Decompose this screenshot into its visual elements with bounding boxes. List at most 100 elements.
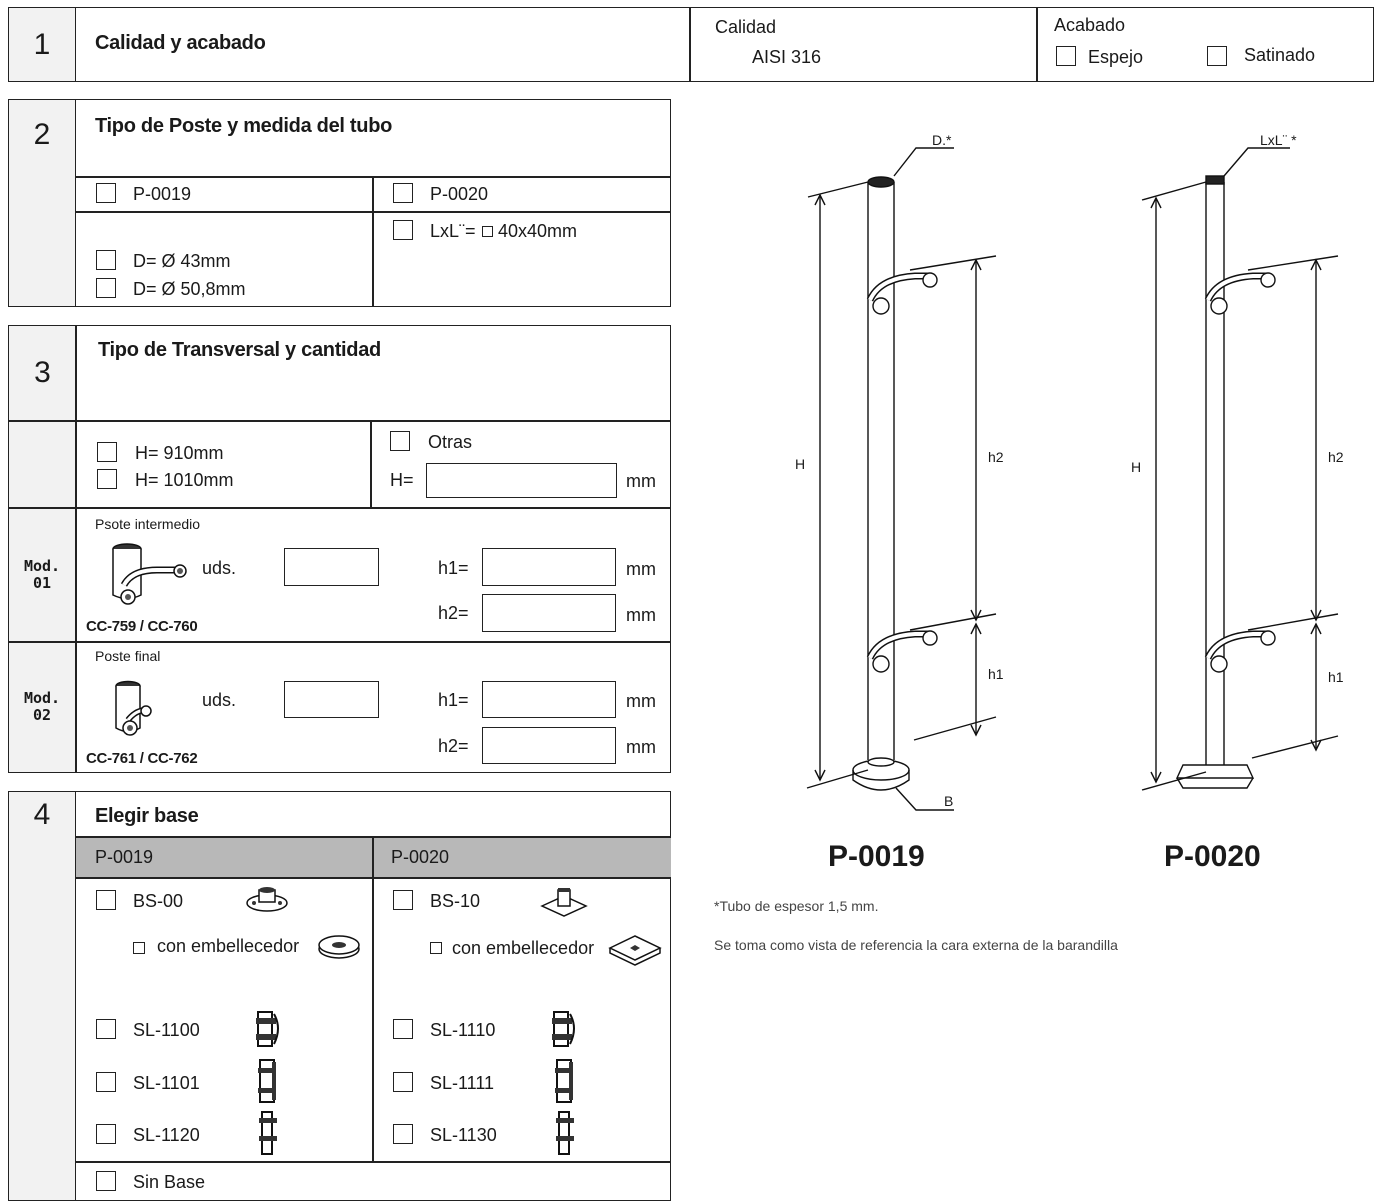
mod-01-h1-label: h1=: [438, 558, 469, 578]
post-p0020-drawing: [1141, 147, 1339, 791]
dimension-h2-label: h2: [1328, 449, 1344, 465]
mod-02-h2-label: h2=: [438, 736, 469, 756]
post-p0019-name: P-0019: [828, 840, 925, 873]
base-sl1100-label: SL-1100: [133, 1020, 200, 1040]
side-mount-icon: [556, 1111, 574, 1155]
embellecedor-a-label: con embellecedor: [157, 936, 300, 956]
no-base-label: Sin Base: [133, 1172, 206, 1192]
base-bs00-label: BS-00: [133, 891, 184, 911]
height-1010-label: H= 1010mm: [135, 470, 234, 490]
height-910-checkbox[interactable]: [97, 442, 117, 462]
base-sl1110-label: SL-1110: [430, 1020, 496, 1040]
height-other-checkbox[interactable]: [390, 431, 410, 451]
mod-02-h1-label: h1=: [438, 690, 469, 710]
mod-01-uds-input[interactable]: [284, 548, 379, 586]
finish-satinado-checkbox[interactable]: [1207, 46, 1227, 66]
section-number: 1: [9, 8, 76, 81]
round-cover-icon: [318, 935, 360, 959]
finish-espejo-checkbox[interactable]: [1056, 46, 1076, 66]
base-sl1100-checkbox[interactable]: [96, 1019, 116, 1039]
finish-label: Acabado: [1054, 15, 1126, 35]
dimension-d-label: D.*: [932, 132, 952, 148]
square-40-checkbox[interactable]: [393, 220, 413, 240]
side-mount-icon: [552, 1011, 575, 1047]
post-p0019-label: P-0019: [133, 184, 192, 204]
section-title: Elegir base: [95, 805, 199, 827]
dimension-B-label: B: [944, 793, 954, 809]
base-col-p0019-header: P-0019: [95, 847, 154, 867]
post-p0020-label: P-0020: [430, 184, 489, 204]
tube-thickness-note: *Tubo de espesor 1,5 mm.: [714, 898, 879, 914]
diameter-50-label: D= Ø 50,8mm: [133, 279, 246, 299]
embellecedor-a-checkbox[interactable]: [133, 942, 145, 954]
mod-01-uds-label: uds.: [202, 558, 237, 578]
height-other-input[interactable]: [426, 463, 617, 498]
mod-02-label: Mod.02: [23, 689, 61, 724]
post-p0019-drawing: [806, 147, 997, 811]
mod-02-h2-input[interactable]: [482, 727, 616, 764]
section-1-quality-finish: [8, 7, 1374, 82]
side-mount-icon: [555, 1059, 573, 1103]
post-drawing: [806, 147, 1339, 811]
base-sl1101-checkbox[interactable]: [96, 1072, 116, 1092]
embellecedor-b-checkbox[interactable]: [430, 942, 442, 954]
base-sl1111-label: SL-1111: [430, 1073, 495, 1093]
dimension-h1-label: h1: [1328, 669, 1344, 685]
height-other-h-label: H=: [390, 470, 414, 490]
base-bs10-checkbox[interactable]: [393, 890, 413, 910]
clamp-end-icon: [115, 680, 152, 736]
base-sl1120-checkbox[interactable]: [96, 1124, 116, 1144]
dimension-h1-label: h1: [988, 666, 1004, 682]
base-sl1110-checkbox[interactable]: [393, 1019, 413, 1039]
section-number: 2: [9, 100, 76, 306]
unit-label: mm: [626, 471, 656, 491]
height-910-label: H= 910mm: [135, 443, 224, 463]
base-sl1130-label: SL-1130: [430, 1125, 497, 1145]
embellecedor-b-label: con embellecedor: [452, 938, 595, 958]
post-p0019-checkbox[interactable]: [96, 183, 116, 203]
side-mount-icon: [259, 1111, 277, 1155]
base-sl1101-label: SL-1101: [133, 1073, 200, 1093]
post-p0020-checkbox[interactable]: [393, 183, 413, 203]
unit-label: mm: [626, 559, 656, 579]
dimension-H-label: H: [1131, 459, 1142, 475]
mod-02-uds-input[interactable]: [284, 681, 379, 718]
mod-01-h1-input[interactable]: [482, 548, 616, 586]
mod-02-code: CC-761 / CC-762: [86, 750, 198, 767]
mod-02-type: Poste final: [95, 648, 161, 664]
height-1010-checkbox[interactable]: [97, 469, 117, 489]
quality-value: AISI 316: [752, 47, 822, 67]
unit-label: mm: [626, 737, 656, 757]
side-mount-icon: [256, 1011, 279, 1047]
height-other-label: Otras: [428, 432, 473, 452]
section-number: 3: [9, 326, 76, 420]
section-number: 4: [9, 792, 76, 1200]
clamp-intermediate-icon: [112, 543, 187, 605]
diameter-43-checkbox[interactable]: [96, 250, 116, 270]
base-bs00-checkbox[interactable]: [96, 890, 116, 910]
base-bs10-label: BS-10: [430, 891, 481, 911]
square-value: 40x40mm: [498, 221, 578, 241]
mod-02-uds-label: uds.: [202, 690, 237, 710]
square-symbol-icon: [482, 226, 493, 237]
section-2-post-type: [8, 99, 671, 307]
section-3-transversal: [8, 325, 671, 773]
quality-label: Calidad: [715, 17, 777, 37]
base-sl1111-checkbox[interactable]: [393, 1072, 413, 1092]
no-base-checkbox[interactable]: [96, 1171, 116, 1191]
mod-02-h1-input[interactable]: [482, 681, 616, 718]
base-sl1130-checkbox[interactable]: [393, 1124, 413, 1144]
finish-satinado-label: Satinado: [1244, 45, 1316, 65]
finish-espejo-label: Espejo: [1088, 47, 1144, 67]
mod-01-type: Psote intermedio: [95, 516, 201, 532]
section-title: Calidad y acabado: [95, 32, 266, 54]
unit-label: mm: [626, 691, 656, 711]
round-base-icon: [246, 887, 288, 912]
reference-view-note: Se toma como vista de referencia la cara…: [714, 937, 1118, 953]
square-base-icon: [540, 888, 588, 917]
diameter-43-label: D= Ø 43mm: [133, 251, 231, 271]
mod-01-h2-input[interactable]: [482, 594, 616, 632]
diameter-50-checkbox[interactable]: [96, 278, 116, 298]
mod-01-h2-label: h2=: [438, 603, 469, 623]
mod-01-code: CC-759 / CC-760: [86, 618, 198, 635]
